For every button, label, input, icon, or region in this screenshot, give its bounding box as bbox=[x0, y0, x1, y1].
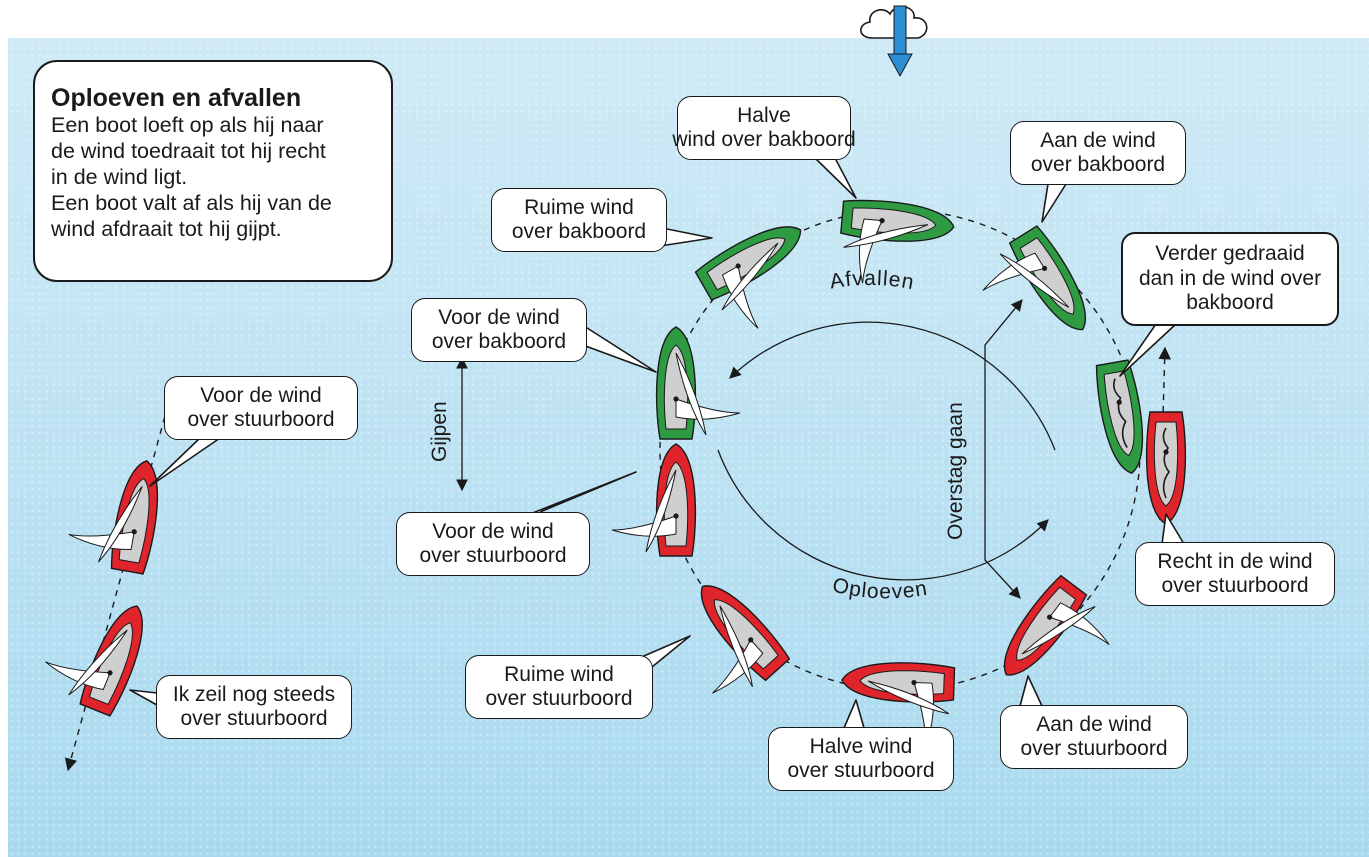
boat-stuurboord bbox=[1003, 574, 1110, 676]
info-box: Oploeven en afvallen Een boot loeft op a… bbox=[33, 60, 393, 282]
overstag-arrow bbox=[984, 299, 1023, 599]
boat-stuurboord bbox=[700, 585, 791, 694]
bubble-halve-wind-bakboord: Halve wind over bakboord bbox=[672, 96, 856, 160]
bubble-pointer bbox=[843, 699, 865, 729]
info-line: Een boot valt af als hij van de bbox=[51, 191, 332, 215]
boat-bakboord bbox=[1095, 359, 1144, 474]
bubble-pointer bbox=[1119, 323, 1177, 377]
bubble-pointer bbox=[149, 437, 221, 487]
boat-bakboord bbox=[694, 226, 802, 329]
boat-stuurboord bbox=[841, 662, 956, 748]
boat-bakboord bbox=[655, 326, 741, 440]
boat-stuurboord bbox=[45, 605, 143, 717]
bubble-pointer bbox=[814, 157, 857, 199]
bubble-pointer bbox=[1161, 513, 1185, 545]
boat-stuurboord bbox=[68, 460, 159, 575]
bubble-aan-de-wind-bakboord: Aan de wind over bakboord bbox=[1010, 121, 1186, 185]
boat-bakboord bbox=[982, 225, 1086, 331]
bubble-verder-gedraaid: Verder gedraaid dan in de wind over bakb… bbox=[1121, 232, 1339, 326]
bubble-voor-de-wind-stuurboord: Voor de wind over stuurboord bbox=[396, 512, 590, 576]
wind-direction-arrow-icon bbox=[887, 5, 913, 78]
bubble-pointer bbox=[1041, 183, 1067, 223]
info-title: Oploeven en afvallen bbox=[51, 84, 302, 112]
bubble-ruime-wind-bakboord: Ruime wind over bakboord bbox=[491, 188, 667, 252]
info-line: in de wind ligt. bbox=[51, 165, 188, 189]
bubble-pointer bbox=[651, 225, 713, 247]
course-line-left bbox=[64, 404, 169, 772]
boat-stuurboord bbox=[611, 443, 697, 557]
bubble-ruime-wind-stuurboord: Ruime wind over stuurboord bbox=[465, 655, 653, 719]
boat-stuurboord bbox=[1145, 411, 1187, 525]
bubble-voor-de-wind-bakboord: Voor de wind over bakboord bbox=[411, 298, 587, 362]
bubble-pointer bbox=[579, 325, 657, 373]
info-line: wind afdraait tot hij gijpt. bbox=[51, 217, 282, 241]
overstag-label: Overstag gaan bbox=[944, 402, 967, 540]
bubble-ik-zeil-nog-steeds: Ik zeil nog steeds over stuurboord bbox=[156, 675, 352, 739]
bubble-voor-de-wind-stuurboord-left: Voor de wind over stuurboord bbox=[164, 376, 358, 440]
bubble-pointer bbox=[1019, 675, 1043, 707]
bubble-halve-wind-stuurboord: Halve wind over stuurboord bbox=[768, 727, 954, 791]
bubble-aan-de-wind-stuurboord: Aan de wind over stuurboord bbox=[1000, 705, 1188, 769]
oploeven-arrow bbox=[717, 449, 1049, 581]
afvallen-arrow bbox=[729, 321, 1056, 451]
boat-bakboord bbox=[840, 199, 955, 284]
bubble-recht-in-de-wind: Recht in de wind over stuurboord bbox=[1135, 542, 1335, 606]
info-line: de wind toedraait tot hij recht bbox=[51, 139, 326, 163]
info-line: Een boot loeft op als hij naar bbox=[51, 113, 324, 137]
bubble-pointer bbox=[519, 471, 637, 519]
afvallen-label: Afvallen bbox=[828, 267, 916, 294]
gijpen-label: Gijpen bbox=[428, 401, 451, 462]
